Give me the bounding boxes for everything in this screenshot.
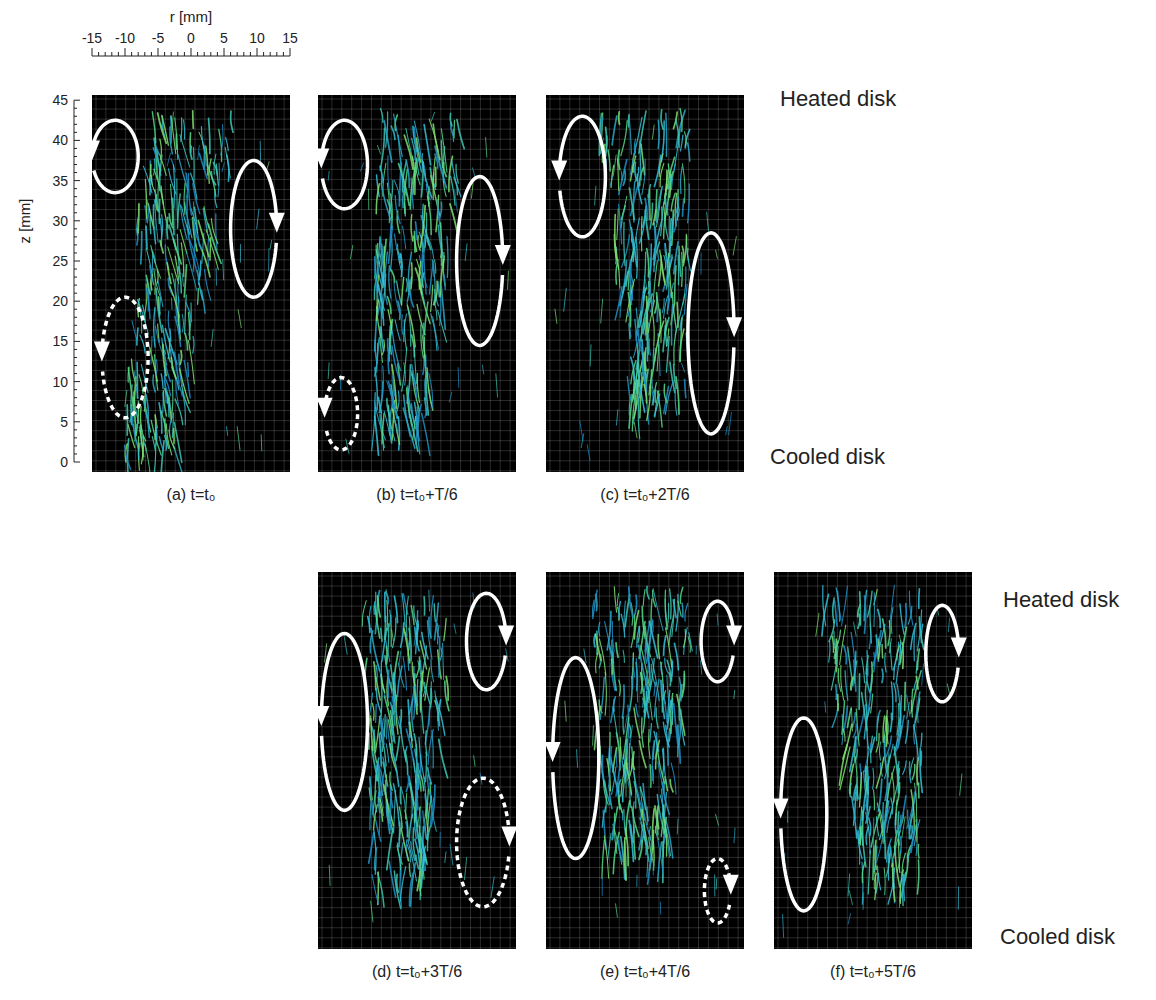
vortex-loop (322, 633, 368, 810)
tick-label: 40 (52, 132, 68, 148)
tick-label: 0 (187, 30, 195, 46)
axis-title: r [mm] (170, 8, 213, 25)
vortex-arrowhead (726, 317, 742, 337)
disk-label: Cooled disk (770, 444, 885, 470)
panel-ground (318, 572, 516, 949)
grid (546, 95, 744, 472)
disk-label: Heated disk (780, 86, 896, 112)
flow-panel: (a) t=t₀ (92, 95, 290, 472)
vortex-loop (326, 378, 358, 450)
disk-label: Cooled disk (1000, 924, 1115, 950)
vortex-arrowhead (318, 398, 333, 418)
vortex-arrowhead (723, 875, 739, 895)
vortex-loop (781, 718, 827, 911)
vortex-loop (103, 297, 149, 418)
panel-ground (774, 572, 972, 949)
flow-panel (773, 572, 972, 949)
vortex-loop (926, 605, 958, 701)
vortex-arrowhead (774, 798, 789, 818)
flow-panel (313, 95, 516, 472)
vortex-loop (553, 658, 599, 859)
tick-label: -15 (82, 30, 102, 46)
vortex-loop (688, 233, 734, 434)
tick-label: 10 (249, 30, 265, 46)
vortex-arrowhead (94, 341, 110, 361)
tick-label: 5 (220, 30, 228, 46)
vortex-arrowhead (951, 638, 967, 658)
tick-label: 20 (52, 293, 68, 309)
flow-panel: (b) t=t₀+T/6 (318, 95, 516, 472)
vortex-loop (322, 120, 367, 208)
panel-caption: (f) t=t₀+5T/6 (830, 963, 916, 981)
tick-label: 5 (60, 414, 68, 430)
flow-panel: (c) t=t₀+2T/6 (546, 95, 744, 472)
axes (74, 48, 290, 462)
panel-caption: (b) t=t₀+T/6 (376, 486, 457, 504)
vortex-loop (94, 120, 138, 192)
vortex-arrowhead (318, 149, 329, 169)
vortex-arrowhead (269, 213, 285, 233)
vortex-arrowhead (318, 706, 329, 726)
tick-label: 0 (60, 454, 68, 470)
flow-panel (546, 95, 744, 472)
grid (546, 572, 744, 949)
tick-label: 10 (52, 374, 68, 390)
vortex-loop (704, 859, 729, 923)
vortex-arrowhead (92, 140, 100, 160)
panel-ground (318, 95, 516, 472)
axis-title: z [mm] (16, 198, 33, 243)
flow-panel: (f) t=t₀+5T/6 (774, 572, 972, 949)
grid (92, 95, 290, 472)
tick-label: 15 (52, 333, 68, 349)
flow-panel (545, 572, 744, 949)
panel-caption: (d) t=t₀+3T/6 (372, 963, 462, 981)
panel-caption: (e) t=t₀+4T/6 (600, 963, 690, 981)
tick-label: -10 (115, 30, 135, 46)
vortex-loop (231, 161, 277, 298)
panel-ground (546, 572, 744, 949)
tick-label: 45 (52, 92, 68, 108)
tick-label: -5 (152, 30, 164, 46)
particle-tracks (783, 585, 962, 937)
disk-label: Heated disk (1003, 587, 1119, 613)
flow-panel (84, 95, 290, 483)
tick-label: 30 (52, 213, 68, 229)
particle-tracks (125, 111, 272, 472)
grid (774, 572, 972, 949)
tick-label: 25 (52, 253, 68, 269)
flow-panel: (d) t=t₀+3T/6 (318, 572, 516, 949)
vortex-arrowhead (551, 161, 567, 181)
tick-label: 35 (52, 173, 68, 189)
panel-ground (546, 95, 744, 472)
vortex-arrowhead (726, 626, 742, 646)
grid (318, 95, 516, 472)
flow-panel: (e) t=t₀+4T/6 (546, 572, 744, 949)
vortex-arrowhead (546, 742, 561, 762)
flow-panel (313, 572, 517, 949)
vortex-arrowhead (495, 245, 511, 265)
vortex-loop (467, 593, 506, 689)
particle-tracks (328, 109, 508, 456)
vortex-loop (701, 601, 733, 681)
particle-tracks (555, 109, 736, 461)
panel-caption: (c) t=t₀+2T/6 (600, 486, 689, 504)
vortex-arrowhead (498, 626, 514, 646)
grid (318, 572, 516, 949)
tick-label: 15 (282, 30, 298, 46)
vortex-loop (457, 177, 503, 346)
vortex-loop (560, 116, 606, 237)
panel-caption: (a) t=t₀ (167, 486, 216, 504)
vortex-loop (457, 778, 509, 907)
panel-ground (92, 95, 290, 472)
vortex-arrowhead (501, 827, 516, 847)
